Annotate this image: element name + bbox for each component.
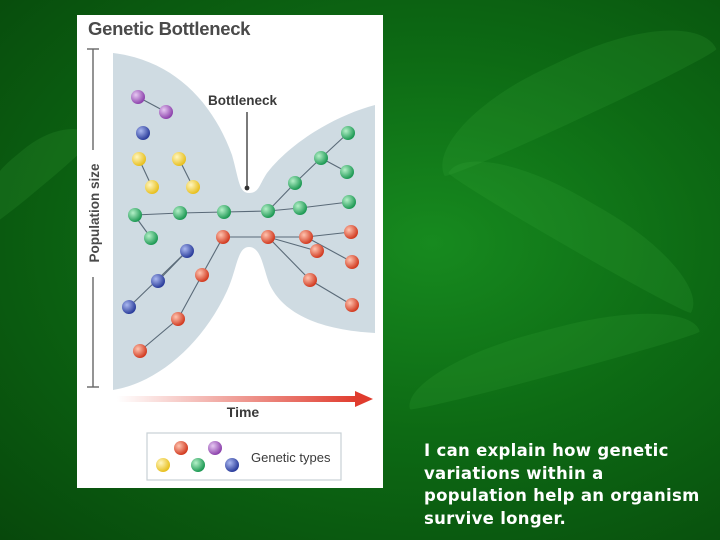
ball-blue bbox=[151, 274, 165, 288]
time-arrow-head bbox=[355, 391, 373, 407]
bottleneck-pointer-dot bbox=[245, 186, 250, 191]
ball-yellow bbox=[145, 180, 159, 194]
ball-red bbox=[310, 244, 324, 258]
slide-text: I can explain how genetic variations wit… bbox=[424, 440, 709, 530]
ball-purple bbox=[159, 105, 173, 119]
legend-ball-red bbox=[174, 441, 188, 455]
ball-red bbox=[345, 298, 359, 312]
ball-red bbox=[345, 255, 359, 269]
ball-purple bbox=[131, 90, 145, 104]
ball-yellow bbox=[132, 152, 146, 166]
legend-ball-green bbox=[191, 458, 205, 472]
ball-green bbox=[314, 151, 328, 165]
ball-green bbox=[342, 195, 356, 209]
ball-green bbox=[144, 231, 158, 245]
ball-green bbox=[288, 176, 302, 190]
ball-red bbox=[195, 268, 209, 282]
ball-red bbox=[299, 230, 313, 244]
bottleneck-diagram: Population size Bottleneck bbox=[77, 15, 383, 488]
ball-red bbox=[171, 312, 185, 326]
legend-label: Genetic types bbox=[251, 450, 331, 465]
time-arrow-shaft bbox=[117, 396, 357, 402]
ball-green bbox=[173, 206, 187, 220]
ball-blue bbox=[136, 126, 150, 140]
ball-yellow bbox=[172, 152, 186, 166]
background-leaf bbox=[399, 292, 700, 413]
ball-red bbox=[216, 230, 230, 244]
ball-red bbox=[303, 273, 317, 287]
ball-yellow bbox=[186, 180, 200, 194]
ball-blue bbox=[122, 300, 136, 314]
y-axis-label: Population size bbox=[87, 163, 102, 263]
ball-blue bbox=[180, 244, 194, 258]
ball-red bbox=[133, 344, 147, 358]
ball-green bbox=[293, 201, 307, 215]
x-axis-label: Time bbox=[227, 404, 260, 420]
ball-green bbox=[341, 126, 355, 140]
ball-green bbox=[128, 208, 142, 222]
ball-red bbox=[261, 230, 275, 244]
background-leaf bbox=[446, 133, 713, 316]
background-leaf bbox=[421, 0, 718, 181]
ball-green bbox=[217, 205, 231, 219]
bottleneck-figure: Genetic Bottleneck Population size Bottl… bbox=[77, 15, 383, 488]
ball-red bbox=[344, 225, 358, 239]
legend-ball-blue bbox=[225, 458, 239, 472]
legend-ball-yellow bbox=[156, 458, 170, 472]
legend-ball-purple bbox=[208, 441, 222, 455]
legend: Genetic types bbox=[147, 433, 341, 480]
bottleneck-annotation: Bottleneck bbox=[208, 93, 278, 108]
ball-green bbox=[340, 165, 354, 179]
ball-green bbox=[261, 204, 275, 218]
